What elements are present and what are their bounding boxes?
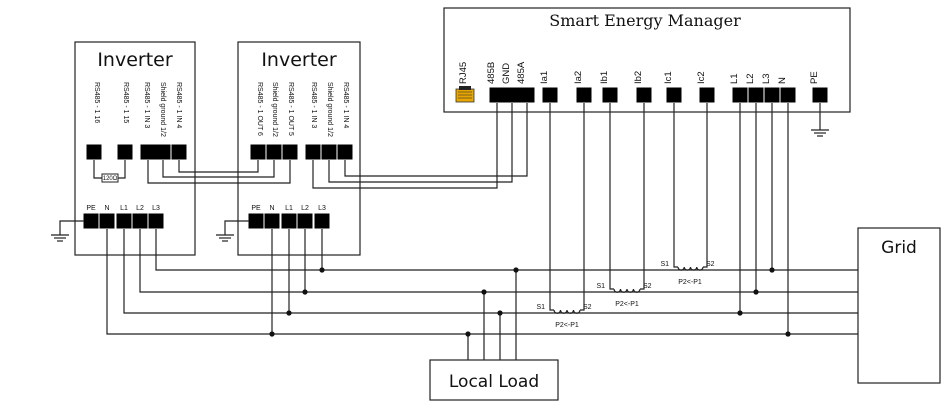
inv1-pe-label: PE	[86, 205, 96, 212]
sem-485a-label: 485A	[516, 61, 527, 84]
ct-phase-c: S1 S2 P2<-P1	[660, 103, 715, 286]
sem-n-label: N	[777, 77, 788, 84]
ct-a-s2: S2	[583, 304, 592, 311]
inv1-rs485-label-4: Shield ground 1/2	[159, 82, 166, 137]
ct-phase-b: S1 S2 P2<-P1	[596, 103, 652, 308]
inv1-rs485-label-5: RS485 - 1 IN 4	[175, 82, 182, 128]
ct-a-s1: S1	[536, 304, 545, 311]
rj45-port-icon	[455, 86, 475, 103]
ground-icon-inverter-1	[51, 220, 84, 242]
inv2-l3-label: L3	[318, 205, 326, 212]
ct-b-s2: S2	[643, 283, 652, 290]
inv2-rs485-label-4: RS485 - 1 IN 3	[310, 82, 317, 128]
ct-c-s2: S2	[706, 261, 715, 268]
junction-dots	[269, 267, 791, 337]
ct-b-direction: P2<-P1	[615, 301, 639, 308]
inv2-rs485-label-3: RS485 - 1 OUT 5	[287, 82, 294, 136]
inv2-pe-label: PE	[251, 205, 261, 212]
inv2-n-label: N	[269, 205, 274, 212]
rs485-wiring	[147, 103, 528, 189]
ground-icon-inverter-2	[216, 220, 249, 242]
inv1-l1-label: L1	[120, 205, 128, 212]
termination-resistor: 120Ω	[93, 160, 126, 183]
sem-ic2-label: Ic2	[696, 71, 707, 84]
sem-ib2-label: Ib2	[633, 71, 644, 84]
resistor-value: 120Ω	[103, 176, 118, 182]
inv2-l2-label: L2	[301, 205, 309, 212]
inv2-rs485-label-5: Shield ground 1/2	[326, 82, 333, 137]
ct-c-direction: P2<-P1	[678, 279, 702, 286]
ct-a-direction: P2<-P1	[555, 322, 579, 329]
power-bus	[106, 103, 858, 360]
local-load-box	[429, 359, 559, 401]
inv1-power-terminals	[83, 213, 164, 229]
sem-ib1-label: Ib1	[599, 71, 610, 84]
sem-l3-label: L3	[761, 73, 772, 84]
ct-b-s1: S1	[596, 283, 605, 290]
inverter-1-title: Inverter	[97, 49, 173, 71]
sem-gnd-label: GND	[501, 63, 512, 84]
inv2-rs485-label-2: Shield ground 1/2	[271, 82, 278, 137]
inv1-rs485-label-1: RS485 - 1 16	[93, 82, 100, 123]
ct-c-s1: S1	[660, 261, 669, 268]
local-load-label: Local Load	[449, 372, 539, 392]
inv2-rs485-label-6: RS485 - 1 IN 4	[342, 82, 349, 128]
grid-label: Grid	[881, 238, 917, 258]
inv2-l1-label: L1	[285, 205, 293, 212]
sem-ia1-label: Ia1	[539, 71, 550, 84]
ground-icon-sem	[811, 103, 829, 137]
inv2-rs485-label-1: RS485 - 1 OUT 6	[256, 82, 263, 136]
sem-ia2-label: Ia2	[573, 71, 584, 84]
rj45-label: RJ45	[458, 62, 469, 84]
sem-l1-label: L1	[729, 73, 740, 84]
inv1-n-label: N	[104, 205, 109, 212]
inverter-2-title: Inverter	[261, 49, 337, 71]
inv2-power-terminals	[248, 213, 330, 229]
ct-phase-a: S1 S2 P2<-P1	[536, 103, 592, 329]
sem-title: Smart Energy Manager	[549, 11, 741, 30]
sem-pe-label: PE	[809, 71, 820, 84]
inv1-l3-label: L3	[152, 205, 160, 212]
sem-l2-label: L2	[745, 73, 756, 84]
sem-ic1-label: Ic1	[663, 71, 674, 84]
inv1-l2-label: L2	[136, 205, 144, 212]
grid-box	[857, 227, 941, 384]
sem-485b-label: 485B	[486, 62, 497, 84]
inv1-rs485-label-2: RS485 - 1 15	[122, 82, 129, 123]
inv1-rs485-label-3: RS485 - 1 IN 3	[143, 82, 150, 128]
